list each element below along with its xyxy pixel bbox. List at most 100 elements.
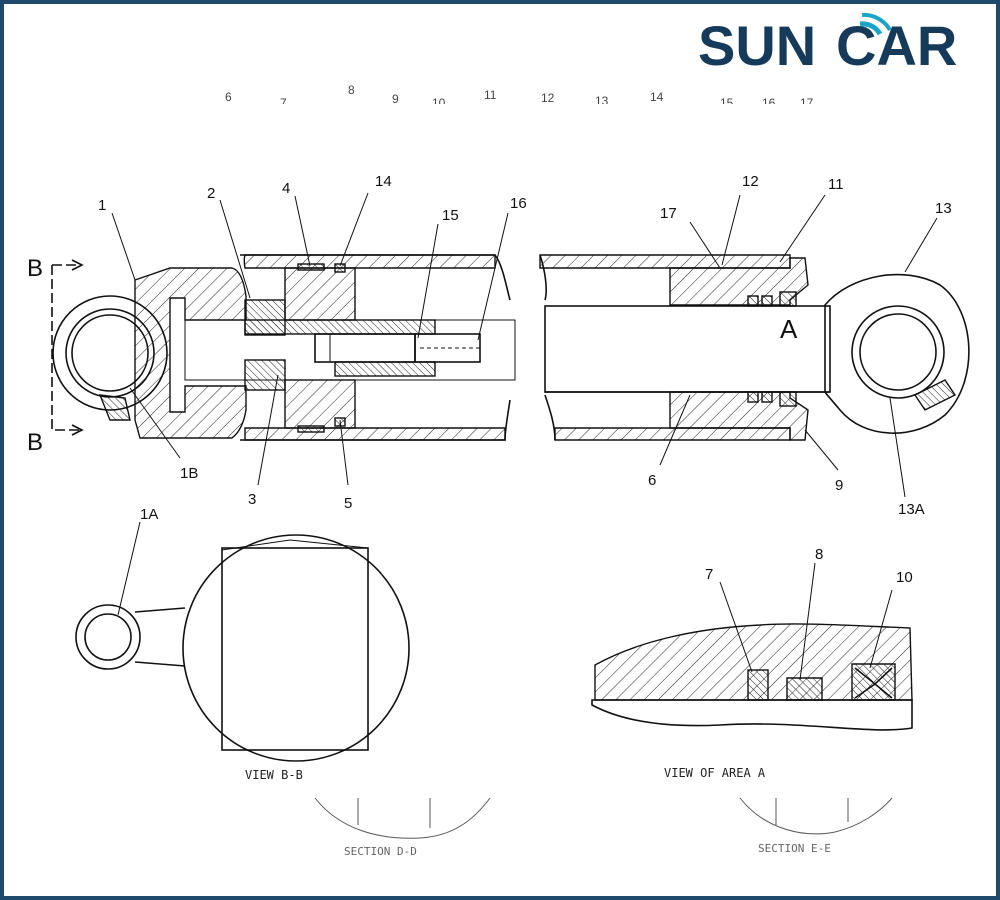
callout-15: 15: [442, 207, 459, 224]
callout-13a: 13A: [898, 501, 925, 518]
eye-1a-outer: [75, 604, 141, 670]
callout-6: 6: [648, 472, 656, 489]
leader-2: [219, 199, 251, 299]
leader-9: [804, 429, 839, 471]
top-number: 11: [484, 88, 497, 102]
leader-3: [257, 374, 279, 486]
top-number: 14: [650, 90, 664, 104]
area-mark-a: A: [780, 314, 798, 344]
piston-nut-lower: [244, 359, 286, 391]
leader-6: [659, 394, 691, 466]
view-bb-label: VIEW B-B: [245, 768, 303, 782]
callout-5: 5: [344, 495, 352, 512]
piston-upper: [284, 267, 356, 321]
seal-lower-b: [761, 391, 773, 403]
suncar-logo: SUN CAR: [698, 12, 957, 77]
leader-15: [417, 223, 439, 339]
section-arcs: SECTION D-D SECTION E-E: [314, 797, 893, 858]
arrow-bottom: [71, 424, 84, 436]
callouts-main: 1 2 4 14 15 16 1B 3 5 17 12 11 13 6 9 13…: [98, 173, 952, 518]
seal-14: [334, 263, 346, 273]
section-ee-label: SECTION E-E: [758, 842, 831, 855]
area-a-body: [594, 623, 913, 701]
callout-3: 3: [248, 491, 256, 508]
top-number: 8: [348, 83, 355, 97]
leader-16: [477, 212, 509, 341]
seal-upper-c: [779, 291, 797, 307]
barrel-right-bottom: [554, 427, 791, 441]
seal-10-v: [854, 667, 893, 699]
callout-1: 1: [98, 197, 106, 214]
barrel-top-wall: [243, 254, 496, 269]
cylinder-right-half: [539, 254, 970, 441]
rod-guide-gland: [669, 257, 809, 306]
eye-1a-inner: [84, 613, 132, 661]
callout-14: 14: [375, 173, 392, 190]
rod-eye-bore: [859, 313, 937, 391]
arrow-top: [71, 259, 84, 271]
callout-4: 4: [282, 180, 290, 197]
barrel-outline: [240, 254, 511, 441]
leader-13a: [889, 397, 906, 498]
wear-ring-4: [297, 263, 325, 271]
seal-lower-a: [747, 391, 759, 403]
barrel-bottom-wall: [244, 427, 506, 441]
view-bb-circle: [182, 534, 410, 762]
cylinder-left-half: [52, 254, 516, 441]
view-bb-square: [221, 547, 369, 751]
callout-17: 17: [660, 205, 677, 222]
callout-11: 11: [828, 176, 844, 193]
leader-17: [689, 221, 721, 269]
callout-13: 13: [935, 200, 952, 217]
view-area-a-label: VIEW OF AREA A: [664, 766, 766, 780]
rod-eye-body: [824, 273, 970, 434]
section-mark-b-bottom: B: [27, 429, 43, 456]
seal-upper-a: [747, 295, 759, 307]
logo-arc-icon: [859, 21, 883, 36]
arc-ee: [739, 797, 893, 835]
callout-1b: 1B: [180, 465, 198, 482]
leader-1: [111, 212, 136, 281]
leader-11: [779, 194, 826, 263]
leader-8: [799, 562, 816, 681]
rod-threaded-section: [244, 319, 436, 335]
logo-arc-icon-2: [861, 12, 892, 32]
seal-8: [786, 677, 823, 701]
leader-14: [339, 192, 369, 267]
leader-1a: [117, 521, 141, 616]
head-body: [134, 267, 247, 439]
section-dd-label: SECTION D-D: [344, 845, 417, 858]
seal-lower-c: [779, 391, 797, 407]
callout-8: 8: [815, 546, 823, 563]
callout-1a: 1A: [140, 506, 158, 523]
grease-fitting: [98, 394, 131, 421]
logo-text-car: CAR: [836, 14, 957, 77]
top-number: 9: [392, 92, 399, 106]
top-number: 6: [225, 90, 232, 104]
view-bb-detail: 1A VIEW B-B: [75, 506, 410, 782]
view-area-a-detail: 7 8 10 VIEW OF AREA A: [591, 546, 913, 780]
callout-10: 10: [896, 569, 913, 586]
leader-5: [339, 419, 349, 486]
section-mark-b-top: B: [27, 255, 43, 282]
top-number: 12: [541, 91, 555, 105]
callout-16: 16: [510, 195, 527, 212]
seal-7: [747, 669, 769, 701]
top-number: 7: [280, 96, 287, 110]
wear-ring-lower: [297, 425, 325, 433]
seal-upper-b: [761, 295, 773, 307]
rod-eye-bearing: [851, 305, 945, 399]
section-line-bb: [51, 264, 80, 431]
area-a-lower-outline: [591, 699, 913, 731]
leader-1b: [129, 387, 181, 459]
callout-12: 12: [742, 173, 759, 190]
row-mask: [200, 104, 840, 118]
arc-dd: [314, 797, 491, 839]
barrel-right-top: [539, 254, 791, 269]
leader-10: [869, 589, 893, 669]
callout-7: 7: [705, 566, 713, 583]
rod-eye-fitting: [913, 379, 957, 411]
callout-2: 2: [207, 185, 215, 202]
